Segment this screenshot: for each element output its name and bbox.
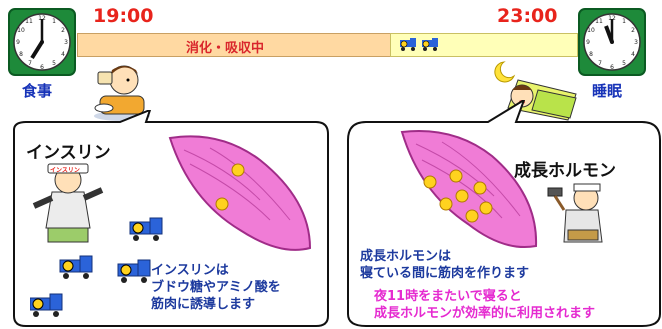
svg-text:1: 1 <box>622 18 626 25</box>
svg-text:4: 4 <box>61 51 65 58</box>
end-time: 23:00 <box>497 5 557 27</box>
gh-desc-line-1: 成長ホルモンは <box>360 248 529 265</box>
svg-text:6: 6 <box>40 64 44 71</box>
gh-note-line-2: 成長ホルモンが効率的に利用されます <box>374 305 595 322</box>
svg-text:9: 9 <box>586 39 590 46</box>
nutrient-dot <box>450 170 462 182</box>
nutrient-dot <box>456 190 468 202</box>
insulin-desc-line-3: 筋肉に誘導します <box>151 296 281 313</box>
truck-icon <box>118 260 150 283</box>
nutrient-dot <box>466 210 478 222</box>
carpenter-illustration <box>546 180 618 250</box>
start-time: 19:00 <box>93 5 153 27</box>
svg-text:9: 9 <box>16 39 20 46</box>
mini-truck-icon <box>422 38 438 51</box>
svg-text:3: 3 <box>634 39 638 46</box>
svg-text:11: 11 <box>595 18 603 25</box>
growth-hormone-description: 成長ホルモンは 寝ている間に筋肉を作ります <box>360 248 529 282</box>
svg-text:5: 5 <box>622 60 626 67</box>
nutrient-dot <box>474 182 486 194</box>
muscle-right-illustration <box>394 126 544 254</box>
sleep-label: 睡眠 <box>592 80 622 101</box>
truck-icon <box>60 256 92 279</box>
muscle-left-illustration <box>160 130 320 260</box>
meal-label: 食事 <box>22 80 52 101</box>
truck-icon <box>30 294 62 317</box>
insulin-description: インスリンは ブドウ糖やアミノ酸を 筋肉に誘導します <box>151 262 281 313</box>
svg-text:7: 7 <box>598 60 602 67</box>
svg-text:6: 6 <box>610 64 614 71</box>
insulin-title: インスリン <box>26 138 111 163</box>
digestion-label: 消化・吸収中 <box>186 37 264 56</box>
nutrient-dot <box>232 164 244 176</box>
svg-text:2: 2 <box>61 27 65 34</box>
svg-text:8: 8 <box>589 51 593 58</box>
svg-text:1: 1 <box>52 18 56 25</box>
gh-note-line-1: 夜11時をまたいで寝ると <box>374 288 595 305</box>
nutrient-dot <box>480 202 492 214</box>
insulin-desc-line-1: インスリンは <box>151 262 281 279</box>
svg-text:11: 11 <box>25 18 33 25</box>
nutrient-dot <box>216 198 228 210</box>
svg-text:10: 10 <box>587 27 595 34</box>
mini-truck-icon <box>400 38 416 51</box>
svg-text:7: 7 <box>28 60 32 67</box>
gh-desc-line-2: 寝ている間に筋肉を作ります <box>360 265 529 282</box>
svg-text:10: 10 <box>17 27 25 34</box>
svg-text:8: 8 <box>19 51 23 58</box>
svg-text:2: 2 <box>631 27 635 34</box>
svg-text:4: 4 <box>631 51 635 58</box>
nutrient-dot <box>440 198 452 210</box>
mini-trucks <box>398 35 444 55</box>
truck-icon <box>130 218 162 241</box>
delivery-trucks <box>30 214 170 326</box>
insulin-desc-line-2: ブドウ糖やアミノ酸を <box>151 279 281 296</box>
growth-hormone-note: 夜11時をまたいで寝ると 成長ホルモンが効率的に利用されます <box>374 288 595 322</box>
svg-text:3: 3 <box>64 39 68 46</box>
nutrient-dot <box>424 176 436 188</box>
svg-text:5: 5 <box>52 60 56 67</box>
insulin-badge-text: インスリン <box>50 165 80 174</box>
